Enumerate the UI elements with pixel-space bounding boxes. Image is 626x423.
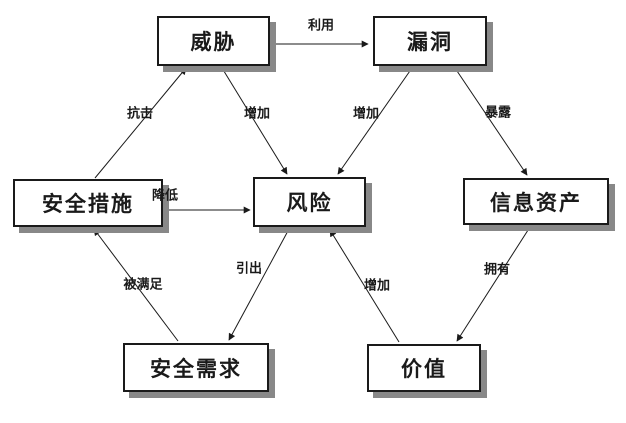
edge-resist-line xyxy=(94,67,187,179)
edge-label-reduce: 降低 xyxy=(151,188,179,204)
edge-label-increase-threat-risk: 增加 xyxy=(243,106,271,122)
node-security-measures: 安全措施 xyxy=(13,179,163,227)
edge-label-expose: 暴露 xyxy=(484,105,512,121)
node-security-requirements: 安全需求 xyxy=(123,343,269,392)
node-value: 价值 xyxy=(367,344,481,392)
edge-increase-c-line xyxy=(329,229,400,343)
edge-label-possess: 拥有 xyxy=(483,262,511,278)
edge-increase-b-line xyxy=(337,67,413,175)
node-risk: 风险 xyxy=(253,177,366,227)
node-information-assets: 信息资产 xyxy=(463,178,609,225)
edge-expose-line xyxy=(454,67,528,176)
edge-label-resist: 抗击 xyxy=(126,106,154,122)
edge-satisfied-line xyxy=(93,228,179,342)
node-threat: 威胁 xyxy=(157,16,270,66)
edge-label-increase-value-risk: 增加 xyxy=(363,278,391,294)
edge-label-satisfied: 被满足 xyxy=(123,277,163,293)
edge-increase-a-line xyxy=(221,67,288,175)
edge-label-lead: 引出 xyxy=(235,261,263,277)
edge-label-exploit: 利用 xyxy=(307,18,335,34)
edge-possess-line xyxy=(456,226,531,342)
node-vulnerability: 漏洞 xyxy=(373,16,487,66)
edge-lead-line xyxy=(228,228,290,341)
edge-label-increase-vulnerability-risk: 增加 xyxy=(352,106,380,122)
